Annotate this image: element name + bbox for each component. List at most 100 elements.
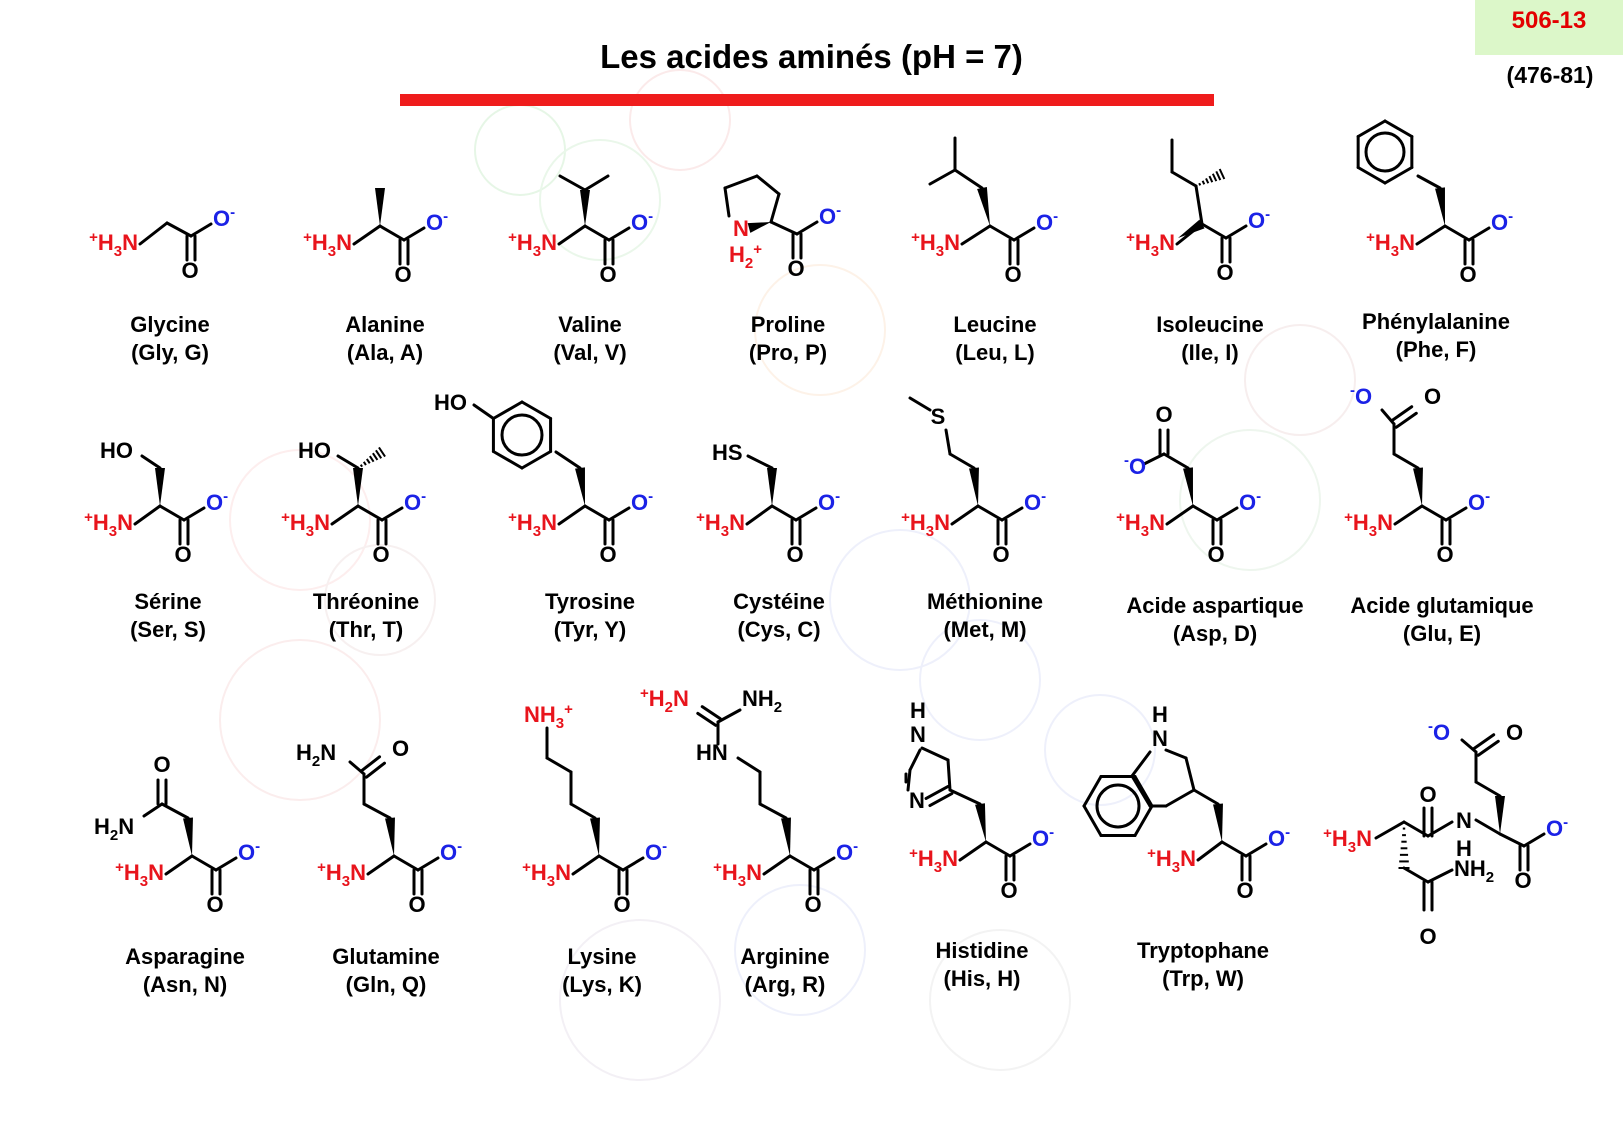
amino-acid-label: Lysine(Lys, K) (562, 944, 642, 997)
bond (1474, 780, 1502, 798)
bond (906, 768, 912, 792)
bond (1000, 506, 1024, 522)
amino-acid-label: Cystéine(Cys, C) (733, 589, 825, 642)
carbonyl-oxygen: O (174, 542, 191, 567)
bond (944, 428, 952, 456)
bond (1390, 405, 1414, 423)
bond (1383, 119, 1414, 138)
amino-acid-label: Proline(Pro, P) (748, 312, 828, 365)
bond (1162, 452, 1190, 470)
bond (1196, 840, 1224, 862)
hash-bond (1205, 178, 1210, 184)
carboxylate-oxygen: O- (1032, 824, 1054, 851)
carbonyl-oxygen: O (804, 892, 821, 917)
bond (716, 708, 742, 724)
amine-group: +H3N (1366, 229, 1415, 260)
bond (402, 226, 426, 242)
bond (1394, 411, 1418, 429)
bond (1215, 506, 1239, 522)
amide-group: NH2 (1454, 856, 1494, 886)
carbonyl-oxygen: O (992, 542, 1009, 567)
amine-group: +H3N (1126, 229, 1175, 260)
carboxylate-oxygen: O- (238, 838, 260, 865)
carboxylate-oxygen: -O (1428, 718, 1450, 745)
carbonyl-oxygen: O (1419, 924, 1436, 949)
page-title: Les acides aminés (pH = 7) (600, 38, 1023, 75)
bond (770, 504, 798, 522)
amino-acid-label: Isoleucine(Ile, I) (1156, 312, 1264, 365)
bond (140, 454, 162, 470)
bond (583, 224, 611, 242)
carbonyl-oxygen: O (1436, 542, 1453, 567)
bond (984, 840, 1012, 858)
bond (769, 220, 799, 236)
carboxylate-oxygen: O- (1248, 206, 1270, 233)
carboxylate-oxygen: O- (1239, 488, 1261, 515)
carbonyl-oxygen: O (206, 892, 223, 917)
carboxylate-oxygen: O- (818, 488, 840, 515)
carboxylate-oxygen: O- (1491, 208, 1513, 235)
wedge-bond (1183, 467, 1193, 506)
hash-bond (378, 446, 386, 458)
bond (214, 856, 238, 872)
carbonyl-oxygen: O (599, 542, 616, 567)
bond (1393, 504, 1424, 526)
bond (160, 802, 190, 820)
bond (1444, 506, 1468, 522)
carbonyl-oxygen: O (1506, 720, 1523, 745)
hash-bond (1201, 180, 1206, 185)
bond (1130, 774, 1152, 808)
bond (1142, 452, 1166, 466)
amino-acid-label: Tyrosine(Tyr, Y) (544, 589, 636, 642)
wedge-bond (183, 817, 193, 856)
carboxylate-oxygen: O- (440, 838, 462, 865)
bond (182, 506, 206, 522)
hydroxyl-group: HO (100, 438, 133, 463)
amine-group: +H3N (911, 229, 960, 260)
wedge-bond (767, 468, 777, 506)
peptide-h: H (1456, 836, 1472, 861)
amine-group: +H3N (317, 859, 366, 890)
bond (1402, 866, 1430, 884)
bond (1460, 738, 1478, 754)
bond (746, 454, 774, 470)
bond (700, 705, 722, 721)
wedge-bond (590, 817, 600, 856)
slide-code: 506-13 (1511, 7, 1587, 34)
bond (924, 784, 950, 800)
bond (545, 756, 573, 774)
amine-group: +H3N (1116, 509, 1165, 540)
hash-bond (1198, 182, 1202, 186)
bond (558, 174, 587, 192)
bond (621, 856, 645, 872)
bond (1200, 222, 1228, 240)
bond (554, 450, 582, 470)
bond (812, 856, 836, 872)
carboxylate-oxygen: O- (404, 488, 426, 515)
wedge-bond (385, 817, 395, 856)
peptide-nitrogen: N (1456, 808, 1472, 833)
amino-acid-label: Valine(Val, V) (553, 312, 627, 365)
amine-group: +H3N (522, 859, 571, 890)
carboxylate-oxygen: O- (1036, 208, 1058, 235)
bond (362, 802, 392, 820)
carbonyl-oxygen: O (1419, 782, 1436, 807)
amino-acid-label: Asparagine(Asn, N) (125, 944, 245, 997)
hash-bond (369, 455, 375, 463)
bond (1426, 820, 1454, 838)
bond (723, 174, 759, 190)
bond (1133, 775, 1154, 808)
amino-acid-label: Glutamine(Gln, Q) (332, 944, 440, 997)
bond (392, 854, 420, 872)
carboxylate-oxygen: O- (645, 838, 667, 865)
carbonyl-oxygen: O (1000, 878, 1017, 903)
carbonyl-oxygen: O (1207, 542, 1224, 567)
bond (946, 758, 952, 792)
bond (950, 504, 980, 526)
amino-acid-label: Acide glutamique(Glu, E) (1350, 593, 1534, 646)
slide-subcode: (476-81) (1506, 62, 1594, 88)
bond (138, 221, 169, 246)
indole-h: H (1152, 702, 1168, 727)
amine-group: +H3N (909, 845, 958, 876)
